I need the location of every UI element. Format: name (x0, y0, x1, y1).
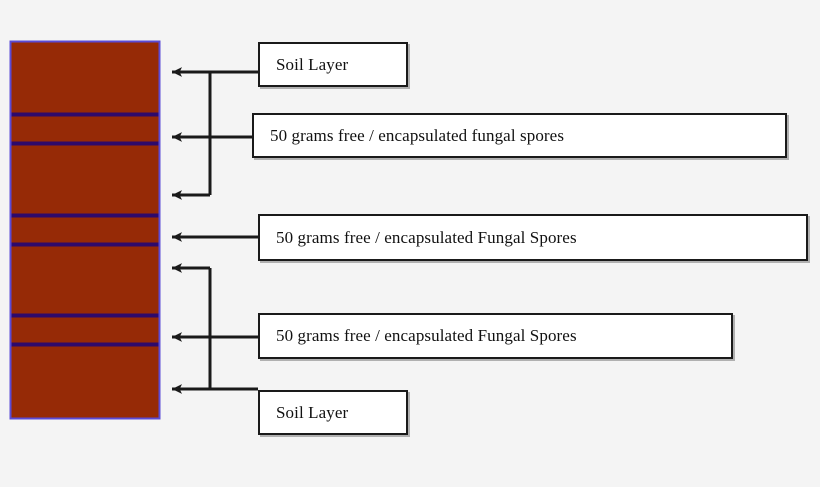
soil-band-2 (10, 145, 160, 214)
callout-spores-2[interactable]: 50 grams free / encapsulated Fungal Spor… (258, 214, 808, 261)
callout-spores-1[interactable]: 50 grams free / encapsulated fungal spor… (252, 113, 787, 158)
callout-spores-2-label: 50 grams free / encapsulated Fungal Spor… (276, 227, 577, 247)
callout-spores-3-label: 50 grams free / encapsulated Fungal Spor… (276, 326, 577, 345)
soil-band-top (10, 41, 160, 113)
spore-band-3 (10, 317, 160, 343)
callout-spores-1-label: 50 grams free / encapsulated fungal spor… (270, 125, 565, 145)
callout-soil-layer-top-label: Soil Layer (276, 54, 349, 74)
callout-soil-layer-top[interactable]: Soil Layer (258, 42, 408, 87)
spore-band-1 (10, 116, 160, 142)
soil-band-3 (10, 246, 160, 314)
callout-soil-layer-bottom[interactable]: Soil Layer (258, 390, 408, 435)
callout-soil-layer-bottom-label: Soil Layer (276, 402, 349, 422)
soil-column-outline (9, 40, 161, 420)
connector-group-upper (172, 67, 258, 200)
callout-spores-3[interactable]: 50 grams free / encapsulated Fungal Spor… (258, 313, 733, 359)
soil-column (9, 40, 161, 420)
spore-band-2 (10, 217, 160, 243)
soil-band-bottom (10, 346, 160, 419)
connector-group-lower (172, 263, 258, 394)
